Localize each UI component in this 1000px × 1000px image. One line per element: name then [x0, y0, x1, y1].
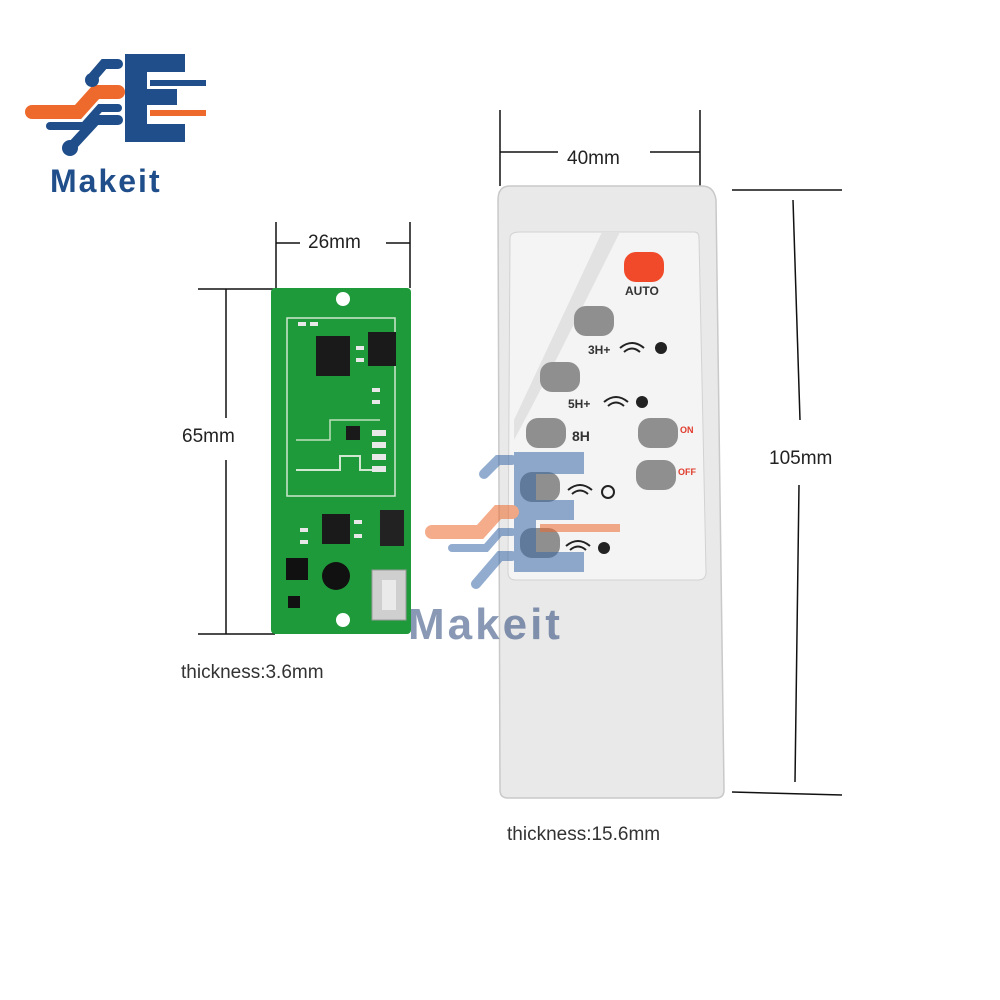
button-8h [526, 418, 566, 448]
board-width-label: 26mm [308, 232, 361, 253]
button-8h-label: 8H [572, 428, 590, 444]
auto-button-label: AUTO [625, 284, 659, 298]
logo-circuit-icon [25, 54, 206, 156]
board-dimension-lines [198, 222, 411, 635]
board-height-label: 65mm [182, 426, 235, 447]
watermark-logo-icon [425, 452, 620, 589]
wifi-icon [567, 484, 593, 495]
button-3h-label: 3H+ [588, 343, 611, 357]
wifi-icon [619, 342, 645, 353]
pcb-board [271, 288, 411, 634]
button-5h [540, 362, 580, 392]
remote-height-label: 105mm [769, 448, 833, 469]
brand-name: Makeit [50, 163, 162, 199]
on-button [638, 418, 678, 448]
auto-button [624, 252, 664, 282]
sun-icon [636, 396, 648, 408]
wifi-icon [565, 540, 591, 551]
button-5h-label: 5H+ [568, 397, 591, 411]
sun-icon [655, 342, 667, 354]
wifi-icon [603, 396, 629, 407]
button-3h [574, 306, 614, 336]
board-thickness-label: thickness:3.6mm [181, 662, 324, 683]
off-button [636, 460, 676, 490]
off-button-label: OFF [678, 467, 696, 477]
remote-dimension-lines [499, 110, 843, 796]
sun-icon [601, 485, 615, 499]
watermark-text: Makeit [408, 600, 563, 649]
sun-icon [598, 542, 610, 554]
remote-thickness-label: thickness:15.6mm [507, 824, 661, 845]
remote-control [497, 185, 725, 799]
remote-width-label: 40mm [567, 148, 620, 169]
on-button-label: ON [680, 425, 694, 435]
